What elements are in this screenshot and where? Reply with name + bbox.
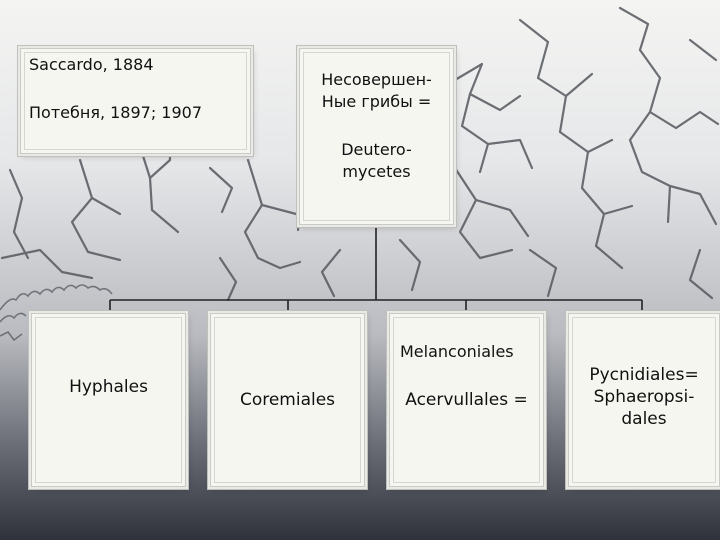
child-label-top: Melanconiales — [400, 342, 514, 361]
child-label-bottom: Acervullales = — [405, 390, 528, 410]
root-line-2: Ные грибы = — [321, 92, 432, 111]
connector-lines — [109, 225, 643, 313]
root-line-3: Deutero- — [341, 140, 412, 159]
source-line-2: Потебня, 1897; 1907 — [29, 103, 203, 122]
root-node-deuteromycetes: Несовершен- Ные грибы = Deutero- mycetes — [299, 48, 454, 225]
child-label: Hyphales — [69, 377, 148, 397]
child-label-1: Pycnidiales= — [589, 365, 699, 385]
root-line-1: Несовершен- — [321, 70, 432, 89]
root-line-4: mycetes — [342, 162, 411, 181]
child-label-3: dales — [621, 409, 667, 429]
child-node-coremiales: Coremiales — [210, 313, 365, 487]
child-node-melanconiales: Melanconiales Acervullales = — [389, 313, 544, 487]
child-label-2: Sphaeropsi- — [593, 387, 695, 407]
child-node-hyphales: Hyphales — [31, 313, 186, 487]
child-label: Coremiales — [239, 390, 336, 410]
source-box: Saccardo, 1884 Потебня, 1897; 1907 — [20, 48, 251, 154]
child-node-pycnidiales: Pycnidiales= Sphaeropsi- dales — [568, 313, 720, 487]
source-line-1: Saccardo, 1884 — [29, 55, 154, 74]
